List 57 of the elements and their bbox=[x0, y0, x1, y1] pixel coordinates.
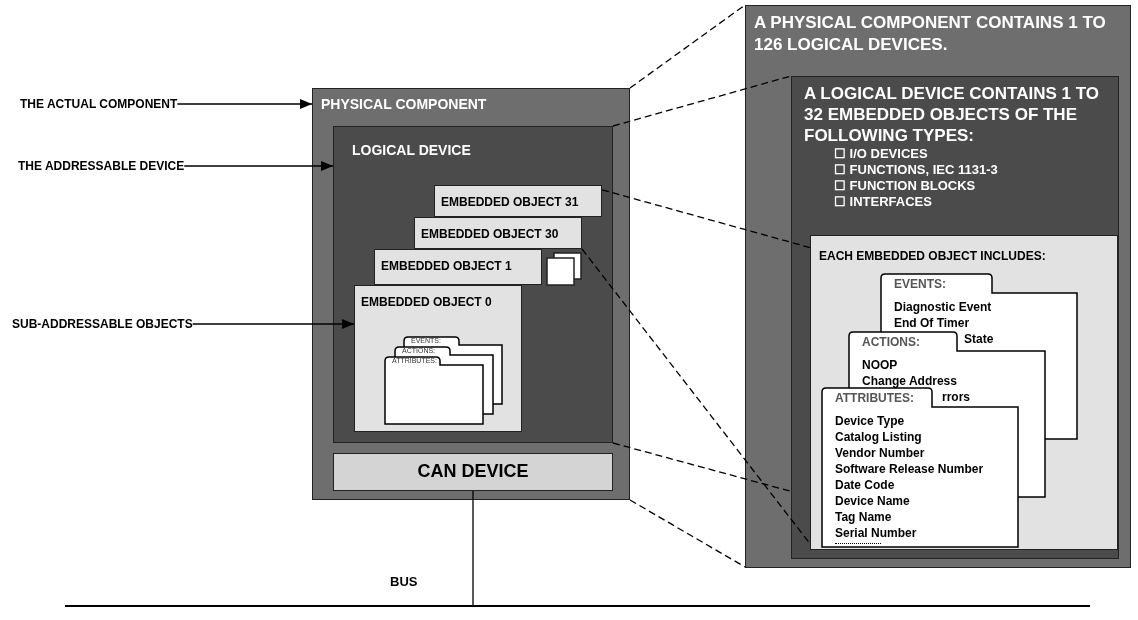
folder-card bbox=[821, 387, 1019, 548]
list-item: Diagnostic Event bbox=[894, 300, 992, 315]
list-item: NOOP bbox=[862, 358, 898, 373]
object-card bbox=[414, 217, 582, 249]
callout-label: THE ADDRESSABLE DEVICE bbox=[18, 158, 185, 174]
panel-heading: PHYSICAL COMPONENT bbox=[321, 95, 488, 113]
list-item: End Of Timer bbox=[894, 316, 970, 331]
panel bbox=[312, 88, 630, 500]
callout-label: THE ACTUAL COMPONENT bbox=[20, 96, 178, 112]
object-card bbox=[354, 285, 522, 432]
card-title: EMBEDDED OBJECT 31 bbox=[441, 194, 579, 210]
panel-heading: A PHYSICAL COMPONENT CONTAINS 1 TO 126 LOGICAL DEVICES. bbox=[754, 12, 1107, 56]
arrow bbox=[176, 99, 313, 109]
list-item: ☐ FUNCTION BLOCKS bbox=[834, 178, 976, 194]
object-card bbox=[434, 185, 602, 217]
list-item: Software Release Number bbox=[835, 462, 984, 477]
dashed-line bbox=[612, 75, 792, 127]
bus-label: BUS bbox=[390, 574, 418, 590]
device-bar bbox=[333, 453, 613, 491]
panel bbox=[333, 126, 613, 443]
panel bbox=[745, 5, 1131, 568]
object-card bbox=[374, 249, 542, 285]
panel-heading: EACH EMBEDDED OBJECT INCLUDES: bbox=[819, 248, 1047, 264]
card-title: EMBEDDED OBJECT 30 bbox=[421, 226, 559, 242]
list-item: Vendor Number bbox=[835, 446, 925, 461]
arrow bbox=[183, 161, 334, 171]
panel-heading: LOGICAL DEVICE bbox=[352, 141, 472, 159]
list-item: Date Code bbox=[835, 478, 895, 493]
list-item: rrors bbox=[942, 390, 970, 405]
list-item: ☐ I/O DEVICES bbox=[834, 146, 928, 162]
callout-label: SUB-ADDRESSABLE OBJECTS bbox=[12, 316, 193, 332]
panel bbox=[791, 76, 1119, 559]
list-item: Change Address bbox=[862, 374, 957, 389]
list-item: Device Type bbox=[835, 414, 905, 429]
folder-tab-label: ATTRIBUTES: bbox=[835, 391, 915, 405]
list-item: Catalog Listing bbox=[835, 430, 922, 445]
dashed-line bbox=[629, 499, 746, 568]
list-item: State bbox=[964, 332, 994, 347]
card-title: EMBEDDED OBJECT 1 bbox=[381, 258, 512, 274]
folder-card bbox=[384, 356, 484, 425]
list-item: ☐ FUNCTIONS, IEC 1131-3 bbox=[834, 162, 998, 178]
dashed-line bbox=[629, 4, 746, 89]
card-title: EMBEDDED OBJECT 0 bbox=[361, 294, 492, 310]
list-item: Tag Name bbox=[835, 510, 892, 525]
folder-tab-label: EVENTS: bbox=[894, 277, 946, 291]
dashed-line bbox=[581, 248, 811, 545]
list-item: Device Name bbox=[835, 494, 910, 509]
bar-label: CAN DEVICE bbox=[417, 460, 529, 483]
connector-line bbox=[472, 490, 474, 607]
folder-tab-label: ACTIONS: bbox=[862, 335, 920, 349]
arrow bbox=[192, 319, 355, 329]
panel-heading: A LOGICAL DEVICE CONTAINS 1 TO 32 EMBEDDED OBJECTS OF THE FOLLOWING TYPES: bbox=[804, 83, 1100, 146]
list-item: ☐ INTERFACES bbox=[834, 194, 932, 210]
list-item: Serial Number bbox=[835, 526, 917, 541]
panel bbox=[810, 235, 1118, 550]
dashed-line bbox=[601, 189, 811, 249]
dashed-line bbox=[612, 442, 792, 493]
